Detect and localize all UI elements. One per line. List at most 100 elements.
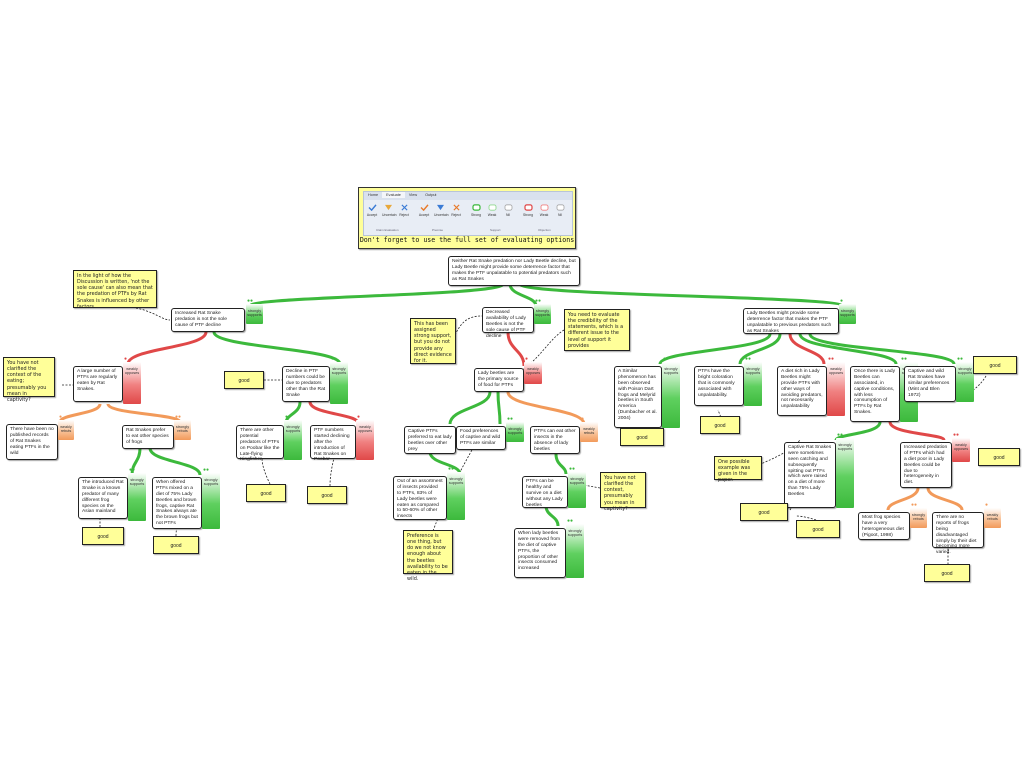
group-label: Objection	[538, 228, 551, 232]
good-note[interactable]: good	[246, 484, 286, 502]
link-c7-c9	[308, 401, 360, 424]
claim-box[interactable]: Captive Rat Snakes were sometimes seen c…	[784, 442, 836, 508]
strongly-supports-tab[interactable]: ●●strongly supports	[202, 467, 220, 529]
good-note[interactable]: good	[307, 486, 347, 504]
ribbon-tab: Output	[425, 193, 437, 197]
comment-note[interactable]: Preference is one thing, but do we not k…	[403, 530, 453, 582]
strongly-supports-tab[interactable]: ●●strongly supports	[128, 467, 146, 521]
claim-box[interactable]: Decline in PTF numbers could be due to p…	[282, 366, 330, 402]
group-label: Claim Evaluation	[376, 228, 399, 232]
good-note[interactable]: good	[924, 564, 970, 582]
link-c2-c4	[106, 403, 182, 424]
strongly-supports-tab[interactable]: ●●strongly supports	[506, 416, 524, 442]
claim-box[interactable]: PTFs can be healthy and survive on a die…	[522, 476, 568, 508]
weakly-rebuts-tab[interactable]: ●weakly rebuts	[58, 414, 74, 440]
claim-box[interactable]: Rat Snakes prefer to eat other species o…	[122, 425, 174, 449]
strongly-supports-tab[interactable]: ●●strongly supports	[568, 466, 586, 508]
weak-support-icon: Weak	[486, 204, 498, 217]
ribbon-tab: View	[408, 193, 418, 197]
claim-box[interactable]: Increased Rat Snake predation is not the…	[171, 308, 245, 332]
reject-premise-icon: Reject	[450, 204, 462, 217]
claim-box[interactable]: Once there is Lady Beetles can associate…	[850, 366, 900, 422]
strongly-supports-tab[interactable]: ●●strongly supports	[836, 432, 854, 508]
comment-note[interactable]: You have not clarified the context, pres…	[600, 472, 646, 512]
claim-box[interactable]: Lady beetles are the primary source of f…	[474, 368, 524, 392]
link-c4-c5	[130, 447, 142, 476]
note-link-g10	[795, 515, 817, 521]
comment-note[interactable]: You have not clarified the context of th…	[3, 357, 55, 403]
note-link-n1	[114, 305, 171, 321]
claim-box[interactable]: A diet rich in Lady Beetles might provid…	[777, 366, 827, 416]
claim-box[interactable]: Out of an assortment of insects provided…	[393, 476, 447, 520]
link-c11-c15	[506, 391, 586, 425]
comment-note[interactable]: One possible example was given in the pa…	[714, 456, 762, 483]
claim-box[interactable]: Lady Beetles might provide some deterren…	[743, 308, 839, 334]
comment-note[interactable]: This has been assigned strong support, b…	[410, 318, 456, 364]
good-note[interactable]: good	[796, 520, 840, 538]
good-note[interactable]: good	[620, 428, 664, 446]
claim-box[interactable]: Captive PTFs preferred to eat lady beetl…	[404, 426, 456, 454]
comment-note[interactable]: You need to evaluate the credibility of …	[564, 309, 630, 351]
strongly-supports-tab[interactable]: ●strongly supports	[839, 298, 856, 324]
ribbon-tab: Evaluate	[382, 192, 405, 198]
weakly-opposes-tab[interactable]: ●●weakly opposes	[827, 356, 845, 416]
group-label: Support	[490, 228, 501, 232]
weakly-opposes-tab[interactable]: ●weakly opposes	[524, 356, 542, 384]
strongly-supports-tab[interactable]: ●●strongly supports	[447, 466, 465, 520]
nil-objection-icon: Nil	[554, 204, 566, 217]
claim-box[interactable]: Captive and wild Rat Snakes have similar…	[904, 366, 956, 402]
claim-box[interactable]: A large number of PTFs are regularly eat…	[73, 366, 123, 402]
link-root-c10	[508, 283, 538, 307]
strongly-rebuts-tab[interactable]: ●●strongly rebuts	[910, 502, 927, 528]
good-note[interactable]: good	[740, 503, 788, 521]
group-label: Premise	[432, 228, 444, 232]
weakly-opposes-tab[interactable]: ●weakly opposes	[123, 356, 141, 404]
strongly-supports-tab[interactable]: ●●strongly supports	[330, 356, 348, 404]
claim-box[interactable]: Decreased availability of Lady Beetles i…	[482, 307, 534, 339]
root-claim[interactable]: Neither Rat Snake predation nor Lady Bee…	[448, 256, 580, 286]
claim-box[interactable]: PTF numbers started declining after the …	[310, 425, 356, 462]
claim-box[interactable]: PTFs can eat other insects in the absenc…	[530, 426, 580, 454]
strongly-supports-tab[interactable]: ●●strongly supports	[956, 356, 974, 402]
good-note[interactable]: good	[224, 371, 264, 389]
note-link-g3	[329, 457, 335, 487]
claim-box[interactable]: There have been no published records of …	[6, 424, 58, 460]
nil-support-icon: Nil	[502, 204, 514, 217]
claim-box[interactable]: There are no reports of frogs being disa…	[932, 512, 984, 555]
claim-box[interactable]: PTFs have the bright coloration that is …	[694, 366, 744, 406]
good-note[interactable]: good	[973, 356, 1017, 374]
good-note[interactable]: good	[700, 416, 740, 434]
note-link-g5	[175, 513, 181, 537]
claim-box[interactable]: The introduced Rat Snake is a known pred…	[78, 477, 128, 519]
strongly-supports-tab[interactable]: ●●strongly supports	[284, 414, 302, 460]
link-c18-c21	[788, 333, 826, 365]
strongly-rebuts-tab[interactable]: ●●strongly rebuts	[174, 414, 191, 440]
strongly-supports-tab[interactable]: ●●strongly supports	[534, 298, 551, 324]
claim-box[interactable]: When lady beetles were removed from the …	[514, 528, 566, 578]
link-c24-c25	[886, 487, 920, 511]
link-c18-c20	[738, 333, 782, 365]
good-note[interactable]: good	[82, 527, 124, 545]
good-note[interactable]: good	[978, 448, 1020, 466]
claim-box[interactable]: Most frog species have a very heterogene…	[858, 512, 910, 540]
weakly-opposes-tab[interactable]: ●●weakly opposes	[952, 432, 970, 462]
strongly-supports-tab[interactable]: ●●strongly supports	[246, 298, 263, 324]
claim-box[interactable]: When offered PTFs mixed on a diet of 75%…	[152, 477, 202, 529]
claim-box[interactable]: Increased predation of PTFs which had a …	[900, 442, 952, 488]
uncertain-claim-icon: Uncertain	[382, 204, 397, 217]
weakly-opposes-tab[interactable]: ●weakly opposes	[356, 414, 374, 460]
good-note[interactable]: good	[153, 536, 199, 554]
weakly-rebuts-tab[interactable]: ●weakly rebuts	[984, 502, 1001, 528]
strongly-supports-tab[interactable]: ●●strongly supports	[662, 356, 680, 428]
strongly-supports-tab[interactable]: ●●strongly supports	[744, 356, 762, 406]
weakly-rebuts-tab[interactable]: ●weakly rebuts	[580, 416, 598, 442]
comment-note[interactable]: In the light of how the Discussion is wr…	[73, 270, 157, 310]
strongly-supports-tab[interactable]: ●●strongly supports	[566, 518, 584, 578]
claim-box[interactable]: Food preferences of captive and wild PTF…	[456, 426, 506, 450]
claim-box[interactable]: A Similar phenomenon has been observed w…	[614, 366, 662, 428]
claim-box[interactable]: There are other potential predators of P…	[236, 425, 284, 462]
